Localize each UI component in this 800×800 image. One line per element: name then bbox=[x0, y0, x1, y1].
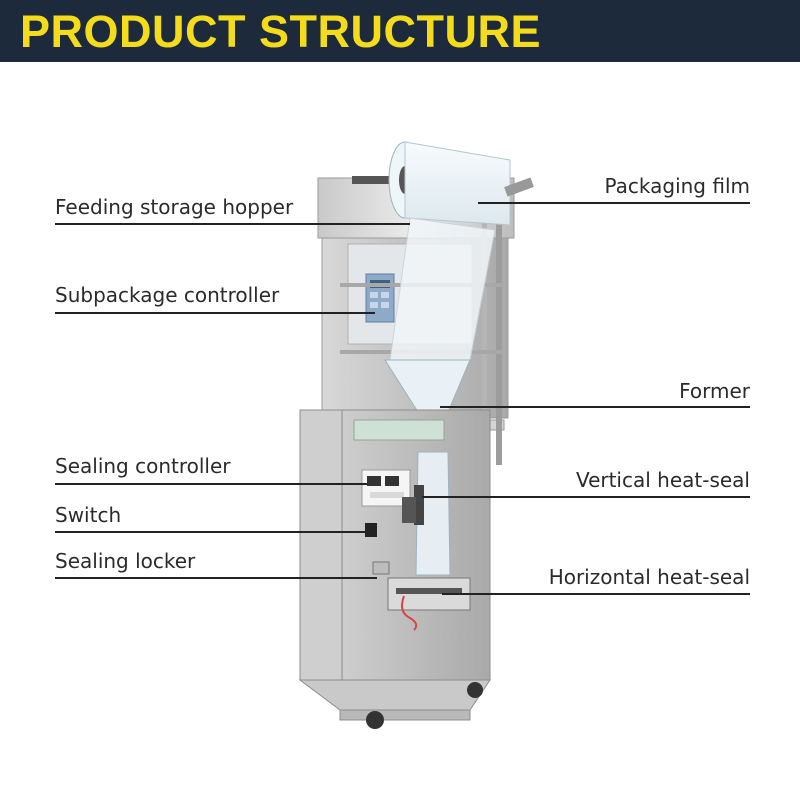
lower-cabinet bbox=[299, 409, 491, 681]
label-horizontal-heat-seal: Horizontal heat-seal bbox=[548, 565, 750, 589]
leader-line-vertical-heat-seal bbox=[422, 496, 750, 498]
label-feeding-storage-hopper: Feeding storage hopper bbox=[55, 195, 294, 219]
vertical-heat-seal bbox=[402, 451, 451, 576]
packaging-film-roll bbox=[352, 141, 534, 226]
label-switch: Switch bbox=[55, 503, 122, 527]
packaging-machine-illustration bbox=[298, 141, 534, 729]
sealing-locker bbox=[372, 561, 390, 575]
page-title: PRODUCT STRUCTURE bbox=[20, 6, 541, 57]
leader-line-sealing-locker bbox=[55, 577, 377, 579]
leader-line-subpackage-controller bbox=[55, 312, 375, 314]
switch bbox=[365, 523, 377, 537]
leader-line-former bbox=[440, 406, 750, 408]
leader-line-feeding-storage-hopper bbox=[55, 223, 410, 225]
label-packaging-film: Packaging film bbox=[604, 174, 750, 198]
label-sealing-locker: Sealing locker bbox=[55, 549, 196, 573]
label-vertical-heat-seal: Vertical heat-seal bbox=[575, 468, 750, 492]
leader-line-horizontal-heat-seal bbox=[442, 593, 750, 595]
label-subpackage-controller: Subpackage controller bbox=[55, 283, 280, 307]
label-sealing-controller: Sealing controller bbox=[55, 454, 231, 478]
leader-line-packaging-film bbox=[478, 202, 750, 204]
machine-base bbox=[298, 679, 491, 729]
header-banner: PRODUCT STRUCTURE bbox=[0, 0, 800, 62]
leader-line-sealing-controller bbox=[55, 483, 367, 485]
label-former: Former bbox=[679, 379, 750, 403]
leader-line-switch bbox=[55, 531, 367, 533]
